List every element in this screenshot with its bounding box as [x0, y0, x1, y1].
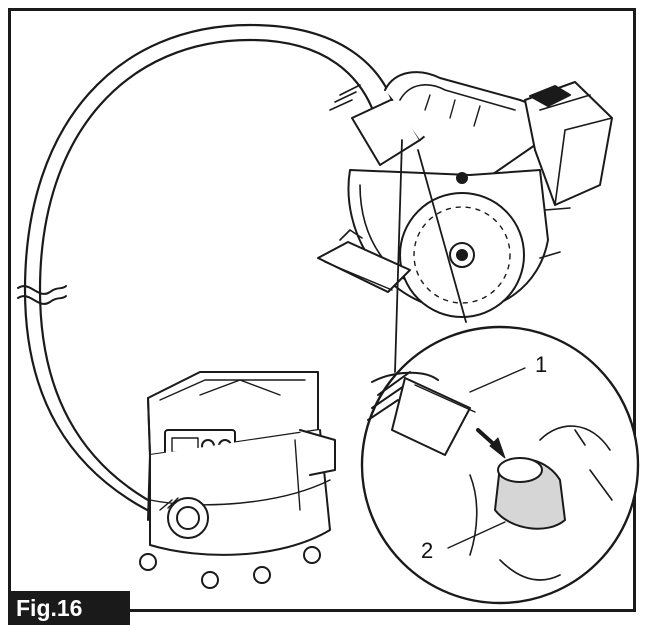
- detail-inset: [360, 325, 640, 605]
- zoom-line-right: [417, 149, 467, 323]
- callout-2: 2: [421, 538, 434, 563]
- dust-extractor: [139, 371, 336, 589]
- base-plate: [317, 241, 411, 293]
- zoom-line-left: [394, 139, 403, 373]
- figure-frame: [8, 8, 636, 612]
- circular-saw: [317, 71, 613, 318]
- callout-1: 1: [535, 352, 548, 377]
- battery: [524, 81, 613, 206]
- dust-hose: [17, 23, 394, 531]
- figure-label: Fig.16: [8, 591, 130, 625]
